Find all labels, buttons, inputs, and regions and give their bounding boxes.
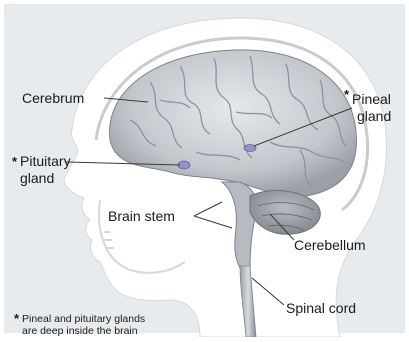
pineal-label-line2: gland [357,108,391,124]
spinal-cord-label: Spinal cord [286,300,356,316]
pituitary-label-line2: gland [20,170,54,186]
cerebellum-label: Cerebellum [294,237,366,253]
cerebrum-label: Cerebrum [22,90,84,106]
footnote-line2: are deep inside the brain [22,325,138,337]
footnote-line1: Pineal and pituitary glands [22,313,145,325]
pituitary-label-line1: Pituitary [20,153,71,169]
brain-stem-label: Brain stem [108,208,175,224]
pineal-label-line1: Pineal [352,91,391,107]
